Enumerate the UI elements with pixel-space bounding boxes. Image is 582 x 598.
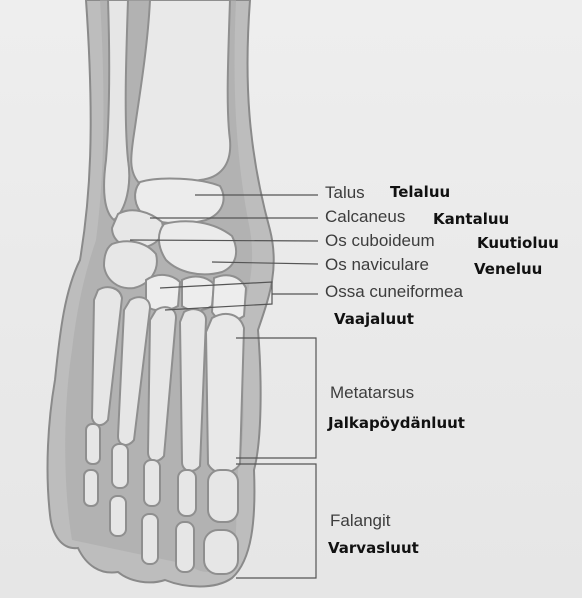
toe-3-proximal [144, 460, 160, 506]
calcaneus-finnish-label: Kantaluu [433, 212, 509, 227]
cuneiform-intermediate-bone [182, 277, 214, 311]
cuneiform-lateral-bone [146, 275, 180, 311]
toe-1-distal [204, 530, 238, 574]
toe-4-proximal [112, 444, 128, 488]
phalanges-label: Falangit [330, 512, 390, 529]
cuneiformea-label: Ossa cuneiformea [325, 283, 463, 300]
talus-label: Talus [325, 184, 365, 201]
toe-2-distal [176, 522, 194, 572]
toe-5-distal [84, 470, 98, 506]
talus-finnish-label: Telaluu [390, 185, 450, 200]
naviculare-label: Os naviculare [325, 256, 429, 273]
toe-2-proximal [178, 470, 196, 516]
metatarsus-finnish-label: Jalkapöydänluut [328, 416, 465, 431]
toe-4-distal [110, 496, 126, 536]
toe-3-distal [142, 514, 158, 564]
toe-1-proximal [208, 470, 238, 522]
cuneiformea-finnish-label: Vaajaluut [334, 312, 414, 327]
cuboideum-label: Os cuboideum [325, 232, 435, 249]
calcaneus-label: Calcaneus [325, 208, 405, 225]
naviculare-finnish-label: Veneluu [474, 262, 542, 277]
phalanges-finnish-label: Varvasluut [328, 541, 419, 556]
metatarsus-label: Metatarsus [330, 384, 414, 401]
cuboideum-finnish-label: Kuutioluu [477, 236, 559, 251]
toe-5-proximal [86, 424, 100, 464]
